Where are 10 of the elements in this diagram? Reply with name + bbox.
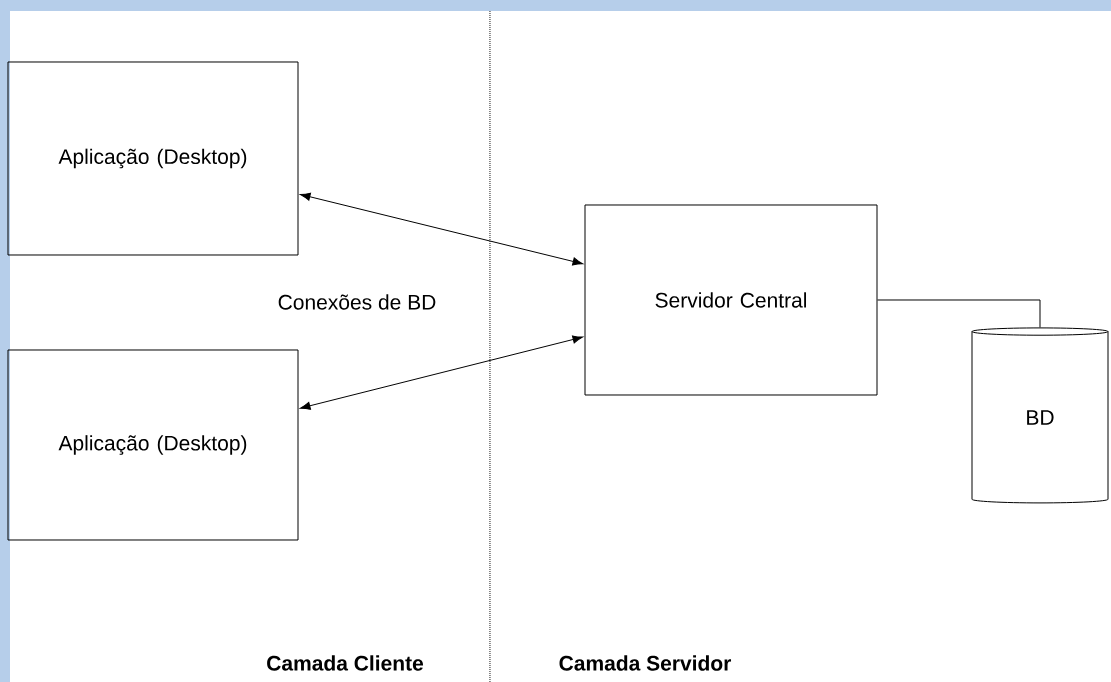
layer-label: Camada Cliente [267,655,424,671]
layer-label: Camada Servidor [559,655,732,671]
process-box: Servidor Central [584,204,878,396]
layer-label: Conexões de BD [278,294,436,310]
connector [300,192,583,266]
process-box: Aplicação (Desktop) [7,61,299,256]
connector [877,299,1041,328]
connector [300,335,583,410]
database-cylinder: BD [971,327,1109,504]
process-box: Aplicação (Desktop) [7,349,299,541]
